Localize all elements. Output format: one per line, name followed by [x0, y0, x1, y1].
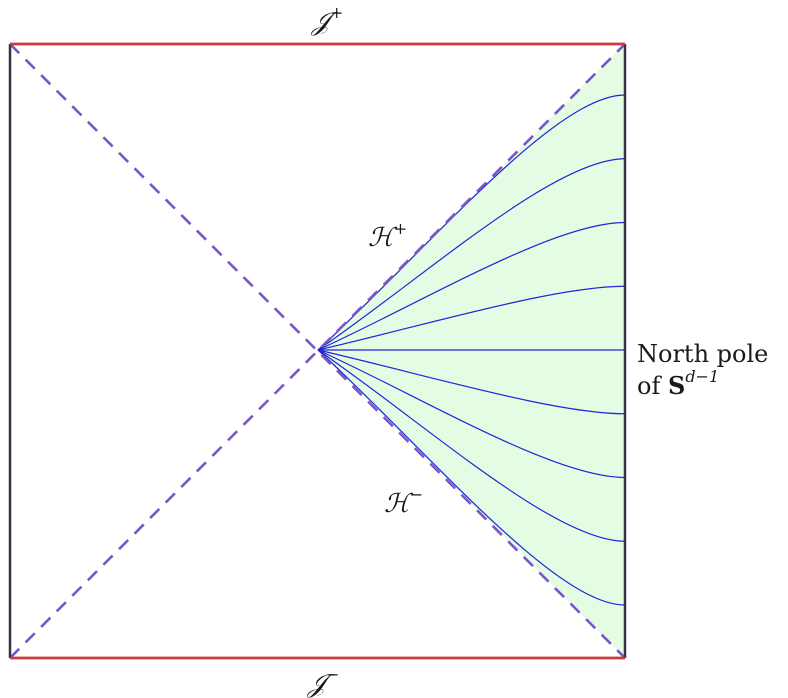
flow-curves — [317, 94, 626, 606]
flow-curve — [317, 349, 626, 415]
flow-curve — [317, 349, 626, 542]
flow-curve — [317, 285, 626, 351]
north-pole-label-line1: North pole — [637, 340, 768, 368]
shaded-region — [318, 44, 625, 658]
flow-curve — [317, 94, 626, 351]
north-pole-label-line2: of Sd−1 — [637, 367, 719, 400]
future-horizon-label: ℋ+ — [368, 219, 407, 253]
flow-curve — [317, 158, 626, 351]
flow-curve — [317, 349, 626, 606]
flow-curve — [317, 349, 626, 479]
horizon-dashed-line-past — [9, 43, 626, 659]
scri-plus-label: 𝒥+ — [310, 3, 343, 37]
flow-curve — [317, 221, 626, 351]
past-horizon-label: ℋ− — [384, 485, 423, 519]
horizon-dashed-line-future — [9, 43, 626, 659]
scri-minus-label: 𝒥− — [306, 665, 339, 698]
